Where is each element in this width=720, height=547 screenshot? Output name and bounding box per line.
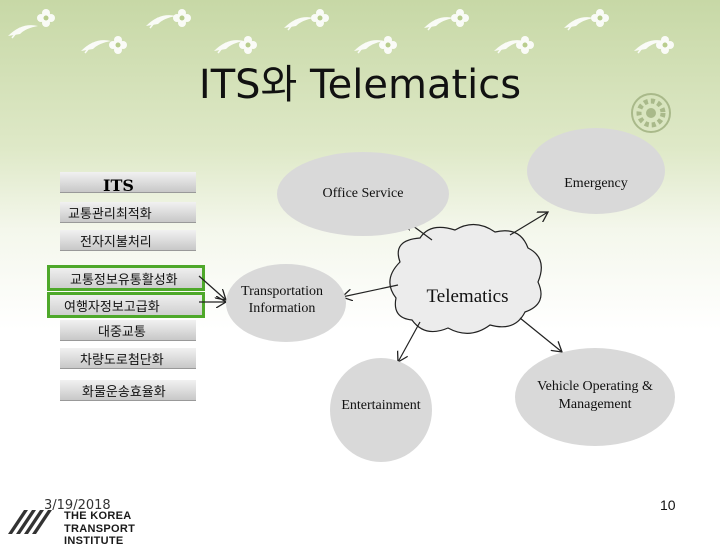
telematics-center-label: Telematics bbox=[426, 286, 509, 307]
its-header-box bbox=[60, 172, 196, 193]
koti-mark-icon bbox=[8, 510, 52, 534]
its-item-traffic-info: 교통정보유통활성화 bbox=[47, 265, 205, 291]
its-item-traffic-management: 교통관리최적화 bbox=[60, 202, 196, 223]
its-item-freight: 화물운송효율화 bbox=[60, 380, 196, 401]
slide-title: ITS와 Telematics bbox=[198, 62, 522, 108]
node-emergency: Emergency bbox=[527, 128, 665, 214]
its-header: ITS bbox=[103, 176, 134, 195]
its-item-label: 교통관리최적화 bbox=[68, 206, 152, 222]
logo-line1: THE KOREA bbox=[64, 510, 132, 522]
its-item-label: 여행자정보고급화 bbox=[64, 299, 160, 315]
koti-logo: THE KOREA TRANSPORT INSTITUTE bbox=[2, 508, 192, 547]
its-item-label: 차량도로첨단화 bbox=[80, 352, 164, 368]
node-entertainment-label: Entertainment bbox=[341, 398, 421, 413]
its-item-label: 교통정보유통활성화 bbox=[70, 272, 178, 288]
logo-line2: TRANSPORT INSTITUTE bbox=[64, 523, 136, 547]
telematics-cloud bbox=[389, 223, 542, 334]
arrow-to-transport bbox=[342, 284, 399, 297]
node-office-service: Office Service bbox=[277, 152, 449, 236]
node-transportation-label: Transportation Information bbox=[241, 284, 323, 316]
its-item-vehicle-road: 차량도로첨단화 bbox=[60, 348, 196, 369]
its-item-label: 화물운송효율화 bbox=[82, 384, 166, 400]
node-vehicle-operating: Vehicle Operating & Management bbox=[515, 348, 675, 446]
page-number: 10 bbox=[660, 497, 676, 513]
ornament-icon bbox=[631, 93, 671, 133]
node-office-label: Office Service bbox=[322, 186, 404, 201]
slide-date: 3/19/2018 bbox=[44, 498, 111, 513]
its-item-public-transit: 대중교통 bbox=[60, 320, 196, 341]
arrow-to-emergency bbox=[509, 212, 548, 236]
node-transportation-info: Transportation Information bbox=[226, 264, 346, 342]
arrow-to-entertainment bbox=[398, 321, 421, 362]
its-item-label: 대중교통 bbox=[98, 324, 146, 340]
node-vehicle-label: Vehicle Operating & Management bbox=[537, 379, 653, 412]
its-item-electronic-payment: 전자지불처리 bbox=[60, 230, 196, 251]
its-item-label: 전자지불처리 bbox=[80, 234, 152, 250]
its-item-traveler-info: 여행자정보고급화 bbox=[47, 292, 205, 318]
node-entertainment: Entertainment bbox=[330, 358, 432, 462]
node-emergency-label: Emergency bbox=[564, 176, 628, 191]
arrow-to-vehicle bbox=[519, 317, 562, 352]
arrow-its-traffic-info bbox=[198, 275, 226, 300]
